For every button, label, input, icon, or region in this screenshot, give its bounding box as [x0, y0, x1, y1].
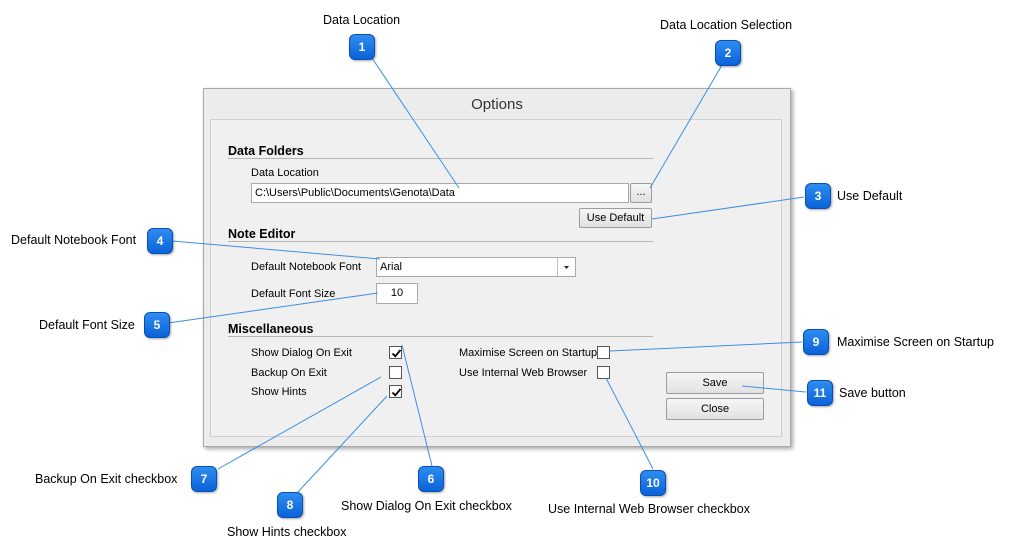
- leader-line-10: [605, 377, 654, 470]
- data-location-input[interactable]: C:\Users\Public\Documents\Genota\Data: [251, 183, 629, 203]
- note-editor-heading: Note Editor: [228, 227, 296, 241]
- callout-label-2: Data Location Selection: [660, 18, 793, 32]
- dialog-title: Options: [471, 96, 523, 113]
- callout-label-8: Show Hints checkbox: [227, 525, 347, 539]
- leader-line-8: [297, 395, 388, 493]
- callout-badge-5: 5: [144, 312, 170, 338]
- backup-on-exit-label: Backup On Exit: [251, 367, 327, 379]
- leader-line-4: [171, 240, 381, 260]
- callout-badge-10: 10: [640, 470, 666, 496]
- show-hints-checkbox[interactable]: [389, 385, 402, 398]
- callout-label-6: Show Dialog On Exit checkbox: [341, 499, 512, 513]
- callout-badge-7: 7: [191, 466, 217, 492]
- callout-label-5: Default Font Size: [39, 318, 135, 332]
- leader-line-3: [651, 196, 805, 220]
- miscellaneous-heading: Miscellaneous: [228, 322, 314, 336]
- default-font-select[interactable]: Arial: [376, 257, 576, 277]
- default-font-label: Default Notebook Font: [251, 261, 362, 273]
- default-font-value: Arial: [380, 261, 403, 273]
- callout-badge-4: 4: [147, 228, 173, 254]
- close-button[interactable]: Close: [666, 398, 764, 420]
- use-default-button[interactable]: Use Default: [579, 208, 652, 228]
- save-button[interactable]: Save: [666, 372, 764, 394]
- checkmark-icon: [391, 349, 402, 358]
- callout-label-1: Data Location: [323, 13, 401, 27]
- callout-label-9: Maximise Screen on Startup: [837, 335, 995, 349]
- checkmark-icon: [391, 388, 402, 397]
- miscellaneous-divider: [228, 336, 653, 337]
- chevron-down-icon[interactable]: [557, 258, 575, 276]
- callout-label-11: Save button: [839, 386, 906, 400]
- internal-web-browser-label: Use Internal Web Browser: [459, 367, 588, 379]
- callout-label-10: Use Internal Web Browser checkbox: [548, 502, 750, 516]
- data-folders-divider: [228, 158, 653, 159]
- callout-badge-8: 8: [277, 492, 303, 518]
- callout-badge-1: 1: [349, 34, 375, 60]
- browse-folder-button[interactable]: ...: [630, 183, 652, 203]
- leader-line-6: [401, 344, 433, 467]
- callout-badge-2: 2: [715, 40, 741, 66]
- leader-line-9: [609, 341, 803, 352]
- leader-line-5: [167, 292, 379, 324]
- show-dialog-on-exit-checkbox[interactable]: [389, 346, 402, 359]
- leader-line-2: [649, 64, 723, 189]
- show-dialog-on-exit-label: Show Dialog On Exit: [251, 347, 352, 359]
- note-editor-divider: [228, 241, 653, 242]
- backup-on-exit-checkbox[interactable]: [389, 366, 402, 379]
- show-hints-label: Show Hints: [251, 386, 307, 398]
- leader-line-1: [371, 57, 460, 189]
- leader-line-11: [741, 385, 807, 393]
- callout-badge-9: 9: [803, 329, 829, 355]
- callout-badge-3: 3: [805, 183, 831, 209]
- callout-badge-11: 11: [807, 380, 833, 406]
- callout-label-4: Default Notebook Font: [11, 233, 137, 247]
- maximise-screen-checkbox[interactable]: [597, 346, 610, 359]
- default-font-size-label: Default Font Size: [251, 288, 336, 300]
- data-folders-heading: Data Folders: [228, 144, 304, 158]
- callout-badge-6: 6: [418, 466, 444, 492]
- internal-web-browser-checkbox[interactable]: [597, 366, 610, 379]
- callout-label-7: Backup On Exit checkbox: [35, 472, 178, 486]
- callout-label-3: Use Default: [837, 189, 903, 203]
- leader-line-7: [217, 376, 382, 470]
- maximise-screen-label: Maximise Screen on Startup: [459, 347, 598, 359]
- data-location-label: Data Location: [251, 167, 319, 179]
